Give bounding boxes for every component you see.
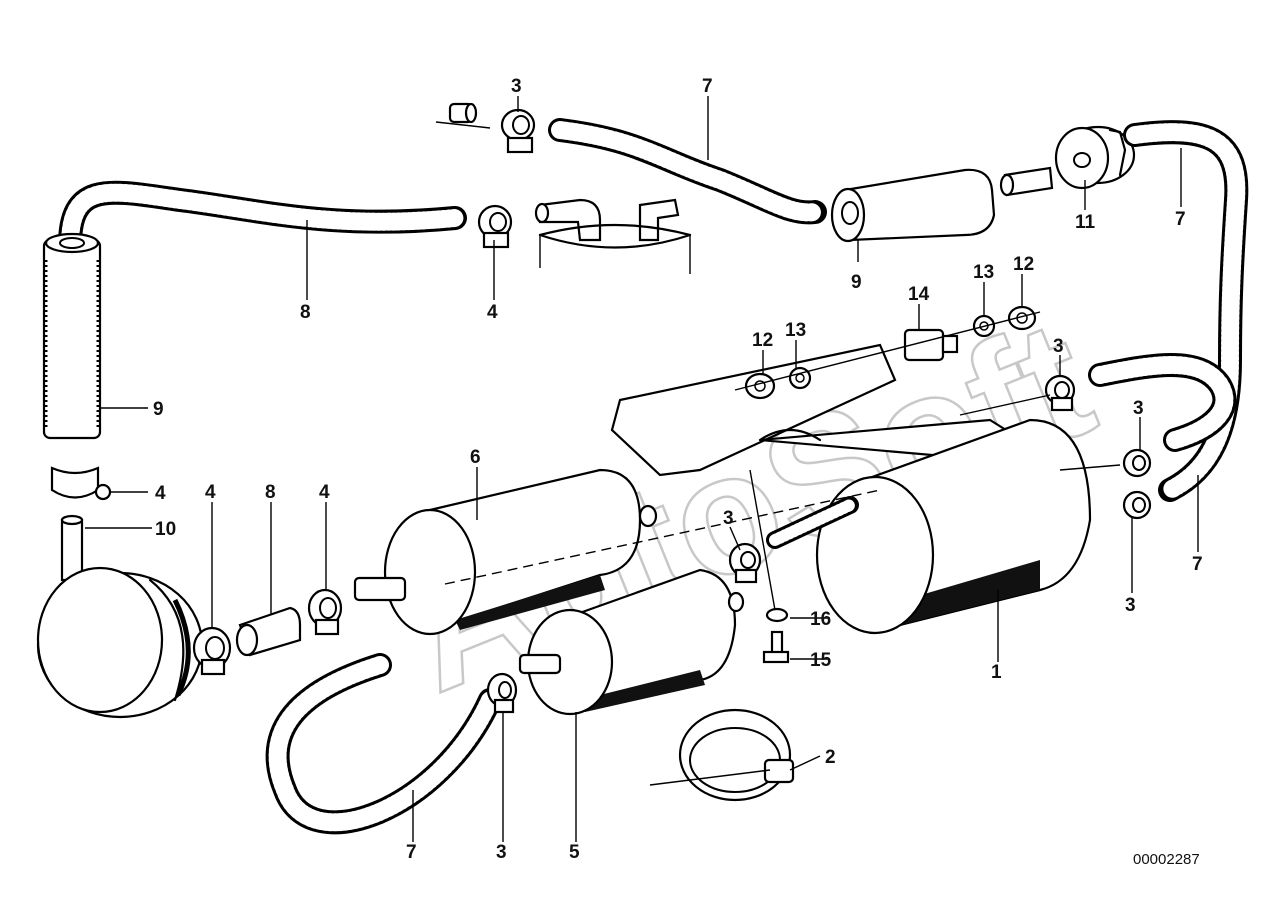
clamp-3-right-low <box>1122 490 1152 520</box>
clamp-4-left <box>50 466 112 501</box>
label-4: 4 <box>205 482 216 503</box>
label-12: 12 <box>752 330 773 351</box>
label-7: 7 <box>1175 209 1186 230</box>
small-connector-top <box>435 102 491 129</box>
clamp-4-top <box>477 204 513 249</box>
rubber-mount-14 <box>903 328 959 362</box>
nozzle-10 <box>60 514 84 582</box>
label-1: 1 <box>991 662 1002 683</box>
hose-7-right-loop <box>1123 120 1249 502</box>
washer-13-mid <box>788 366 812 390</box>
hose-7-bottom-loop <box>265 653 502 835</box>
clamp-3-right-upper <box>1044 374 1076 412</box>
washer-16 <box>765 607 789 623</box>
hose-9-left <box>42 232 102 440</box>
label-13: 13 <box>785 320 806 341</box>
nut-12-mid <box>744 372 776 400</box>
elbow-bracket-top <box>534 198 692 274</box>
hose-7-top <box>548 118 827 225</box>
fuel-filter-5 <box>518 568 745 716</box>
hose-7-right-middle <box>1088 353 1237 452</box>
label-3: 3 <box>1125 595 1136 616</box>
bolt-15 <box>762 630 790 664</box>
sleeve-8-lower <box>235 606 302 657</box>
diagram-code: 00002287 <box>1133 851 1200 868</box>
clamp-3-middle <box>728 542 762 584</box>
leader-lines <box>85 96 1199 842</box>
label-15: 15 <box>810 650 832 671</box>
strap-clamp-2 <box>678 708 795 802</box>
label-9: 9 <box>851 272 862 293</box>
air-canister-left <box>36 566 204 719</box>
clamp-3-bottom <box>486 672 518 714</box>
label-3: 3 <box>1133 398 1144 419</box>
clamp-3-right-mid <box>1122 448 1152 478</box>
label-13: 13 <box>973 262 994 283</box>
label-3: 3 <box>496 842 507 863</box>
label-12: 12 <box>1013 254 1034 275</box>
label-9: 9 <box>153 399 164 420</box>
label-5: 5 <box>569 842 580 863</box>
label-3: 3 <box>723 508 734 529</box>
nut-12-top <box>1007 305 1037 331</box>
grommet-11 <box>1054 125 1136 190</box>
label-3: 3 <box>511 76 522 97</box>
hose-9-right <box>830 168 996 243</box>
part-number-labels: 3 7 7 11 8 4 9 9 4 10 4 8 4 6 3 12 13 14… <box>153 76 1203 863</box>
label-4: 4 <box>155 483 166 504</box>
clamp-4-lower-right <box>307 588 343 636</box>
label-4: 4 <box>487 302 498 323</box>
label-16: 16 <box>810 609 831 630</box>
sleeve-top-right <box>999 166 1054 197</box>
label-7: 7 <box>702 76 713 97</box>
fuel-filter-6 <box>353 468 658 636</box>
label-4: 4 <box>319 482 330 503</box>
clamp-3-top <box>500 108 536 154</box>
label-7: 7 <box>406 842 417 863</box>
label-10: 10 <box>155 519 176 540</box>
label-8: 8 <box>265 482 276 503</box>
label-11: 11 <box>1075 212 1096 233</box>
clamp-4-lower-left <box>192 626 232 676</box>
hose-8-upper <box>58 180 467 257</box>
label-8: 8 <box>300 302 311 323</box>
label-7: 7 <box>1192 554 1203 575</box>
label-3: 3 <box>1053 336 1064 357</box>
fuel-pump-1 <box>766 418 1092 635</box>
label-6: 6 <box>470 447 481 468</box>
label-14: 14 <box>908 284 930 305</box>
label-2: 2 <box>825 747 836 768</box>
